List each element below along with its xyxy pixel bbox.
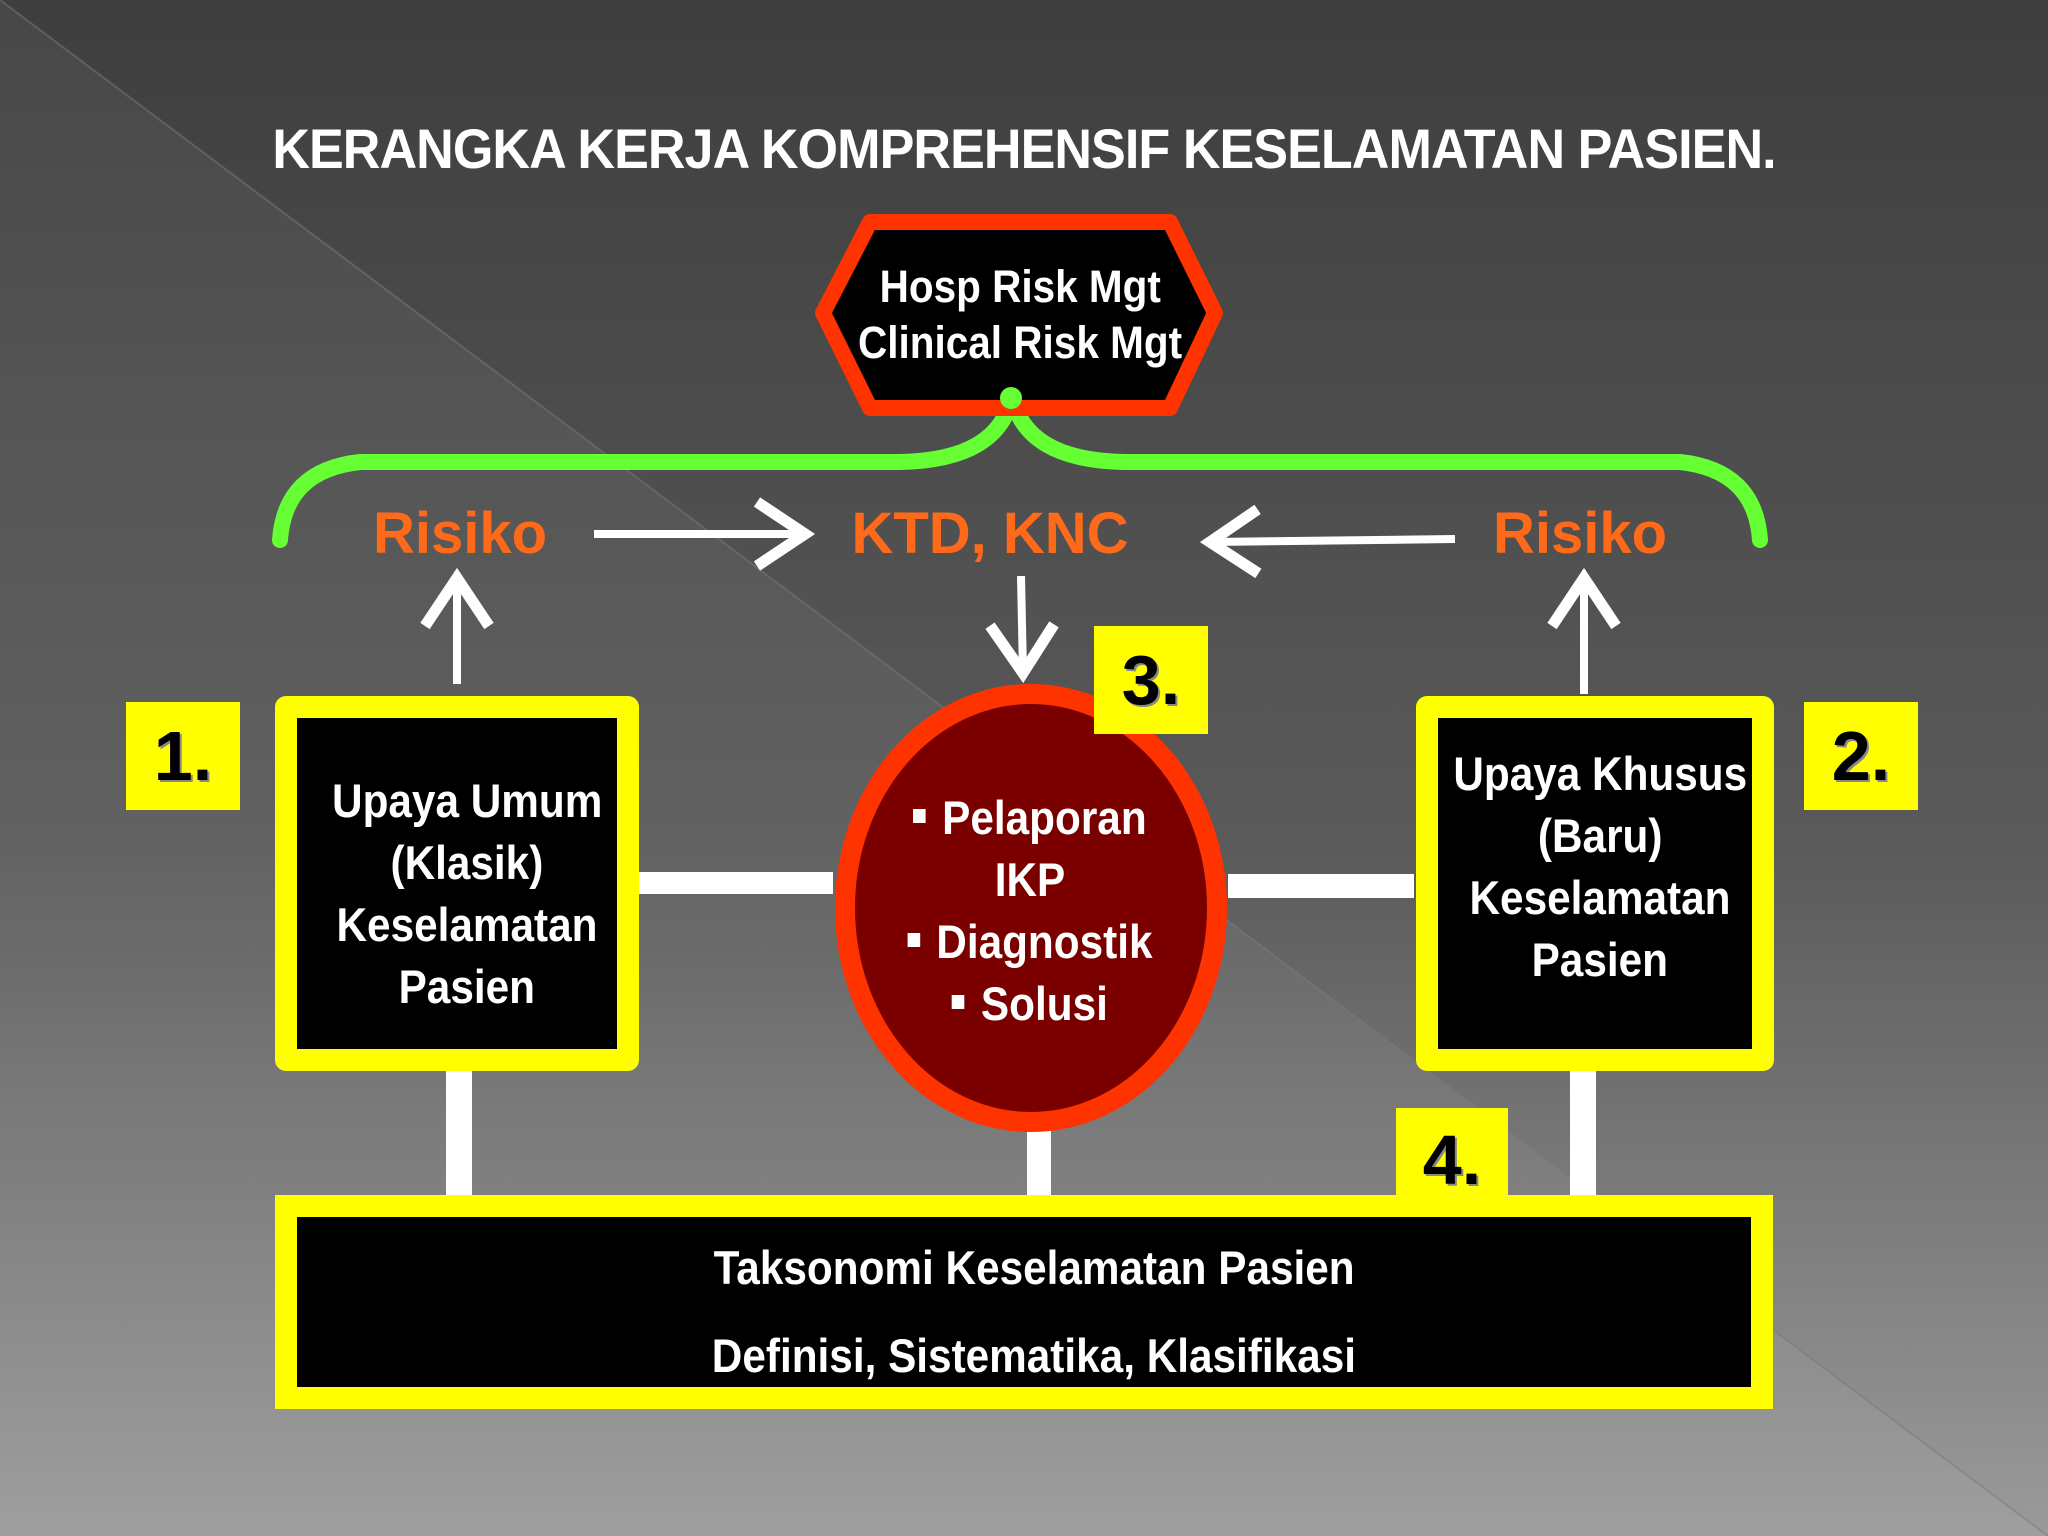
bullet-item: Solusi: [868, 973, 1192, 1035]
box1-frame: [275, 696, 639, 1071]
box1-text: Upaya Umum (Klasik) Keselamatan Pasien: [296, 717, 638, 1070]
event-label: KTD, KNC: [851, 501, 1129, 566]
hexagon-label: Hosp Risk Mgt Clinical Risk Mgt: [830, 240, 1210, 390]
center-oval: [835, 684, 1227, 1132]
bottom-line1: Taksonomi Keselamatan Pasien: [713, 1241, 1355, 1294]
box2-frame: [1416, 696, 1774, 1071]
bottom-box-frame: [275, 1195, 1773, 1409]
arrow-ktd-down: [985, 575, 1059, 684]
oval-bullets: Pelaporan IKP Diagnostik Solusi: [850, 787, 1210, 1035]
badge-4: 4.: [1396, 1108, 1508, 1212]
badge-1: 1.: [126, 702, 240, 810]
bullet-item-cont: IKP: [994, 853, 1066, 906]
badge-3: 3.: [1094, 626, 1208, 734]
box1-line: Upaya Umum: [331, 773, 603, 827]
bullet-item: Pelaporan: [868, 787, 1192, 849]
bullet-square-icon: [952, 994, 965, 1009]
box1-line: Pasien: [398, 959, 536, 1013]
box2-line: Upaya Khusus: [1453, 746, 1747, 800]
box2-line: (Baru): [1537, 808, 1663, 862]
risk-left-label: Risiko: [372, 501, 548, 566]
bottom-line2: Definisi, Sistematika, Klasifikasi: [711, 1329, 1357, 1382]
hexagon-line1: Hosp Risk Mgt: [879, 261, 1161, 312]
hexagon-line2: Clinical Risk Mgt: [857, 317, 1183, 368]
box2-line: Pasien: [1531, 932, 1669, 986]
box1-line: Keselamatan: [336, 897, 598, 951]
slide-title: KERANGKA KERJA KOMPREHENSIF KESELAMATAN …: [272, 117, 1776, 180]
risk-right-label: Risiko: [1492, 501, 1668, 566]
box1-line: (Klasik): [390, 835, 544, 889]
box2-text: Upaya Khusus (Baru) Keselamatan Pasien: [1427, 690, 1773, 1043]
badge-2: 2.: [1804, 702, 1918, 810]
arrow-risk-right-to-ktd: [1199, 504, 1456, 579]
bullet-square-icon: [913, 808, 926, 823]
bullet-square-icon: [907, 932, 921, 947]
bottom-text: Taksonomi Keselamatan Pasien Definisi, S…: [296, 1216, 1772, 1408]
risk-mgt-hexagon: [815, 214, 1223, 416]
box2-line: Keselamatan: [1469, 870, 1731, 924]
bullet-item: Diagnostik: [868, 911, 1192, 973]
